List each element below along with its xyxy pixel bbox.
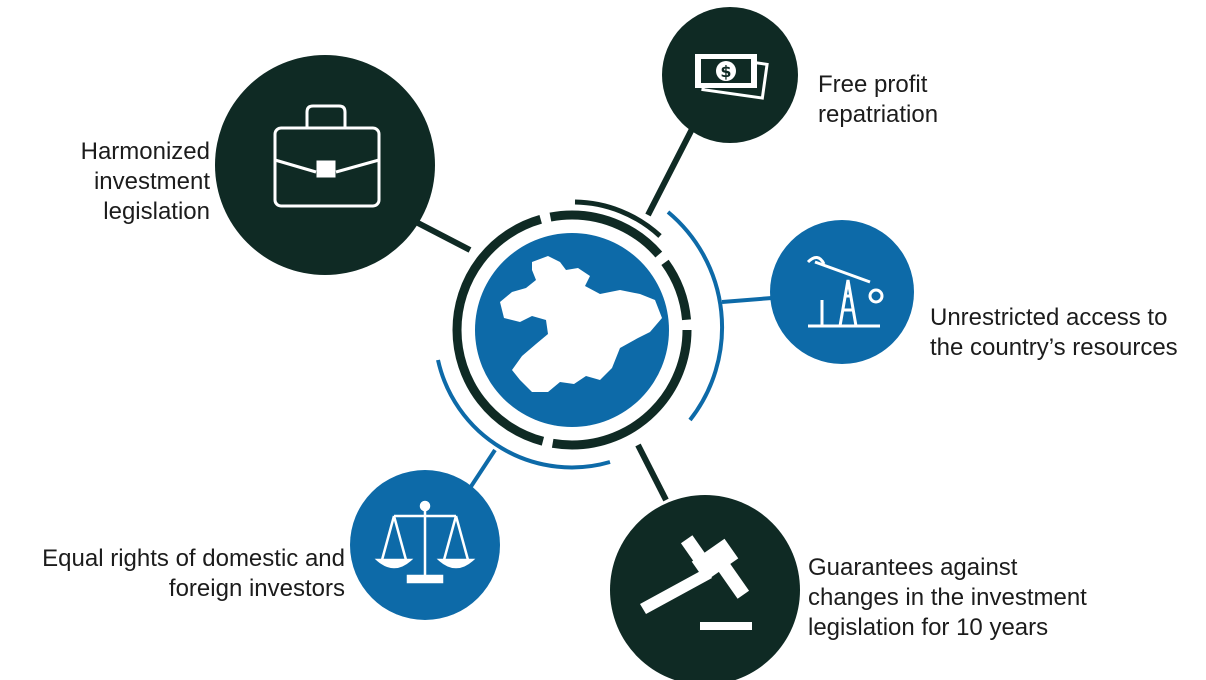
label-harmonized-line-3: legislation [103,198,210,225]
oil-pump-icon [806,256,884,328]
label-repatriation-line-1: Free profit [818,71,928,98]
label-harmonized-line-2: investment [93,168,210,195]
label-repatriation: Free profit repatriation [818,70,938,130]
label-harmonized: Harmonized investment legislation [40,137,210,227]
label-guarantees-line-2: changes in the investment [808,584,1087,611]
node-resources-circle [770,220,914,364]
center-ring-dark [452,210,692,450]
tajikistan-map-icon [500,256,662,392]
label-harmonized-line-1: Harmonized [80,138,210,165]
label-resources-line-2: the country’s resources [930,334,1178,361]
connector-equal-rights [468,448,497,490]
scales-icon [374,500,476,584]
label-guarantees: Guarantees against changes in the invest… [808,553,1087,643]
node-guarantees-circle [610,495,800,680]
gavel-icon [640,535,752,630]
center-arc-blue-bottom [436,359,611,470]
label-resources-line-1: Unrestricted access to [930,304,1168,331]
center-arc-blue-right [666,210,725,422]
label-equal-rights-line-1: Equal rights of domestic and [42,545,345,572]
briefcase-icon [273,104,381,208]
label-guarantees-line-3: legislation for 10 years [808,614,1049,641]
connector-resources [721,296,773,304]
label-resources: Unrestricted access to the country’s res… [930,303,1178,363]
label-equal-rights: Equal rights of domestic and foreign inv… [0,544,345,604]
label-guarantees-line-1: Guarantees against [808,554,1018,581]
label-equal-rights-line-2: foreign investors [168,575,345,602]
dollar-bills-icon: $ [695,54,769,100]
svg-text:$: $ [720,62,731,81]
label-repatriation-line-2: repatriation [818,101,939,128]
connector-guarantees [635,443,669,502]
center-arc-dark-top [574,199,662,238]
